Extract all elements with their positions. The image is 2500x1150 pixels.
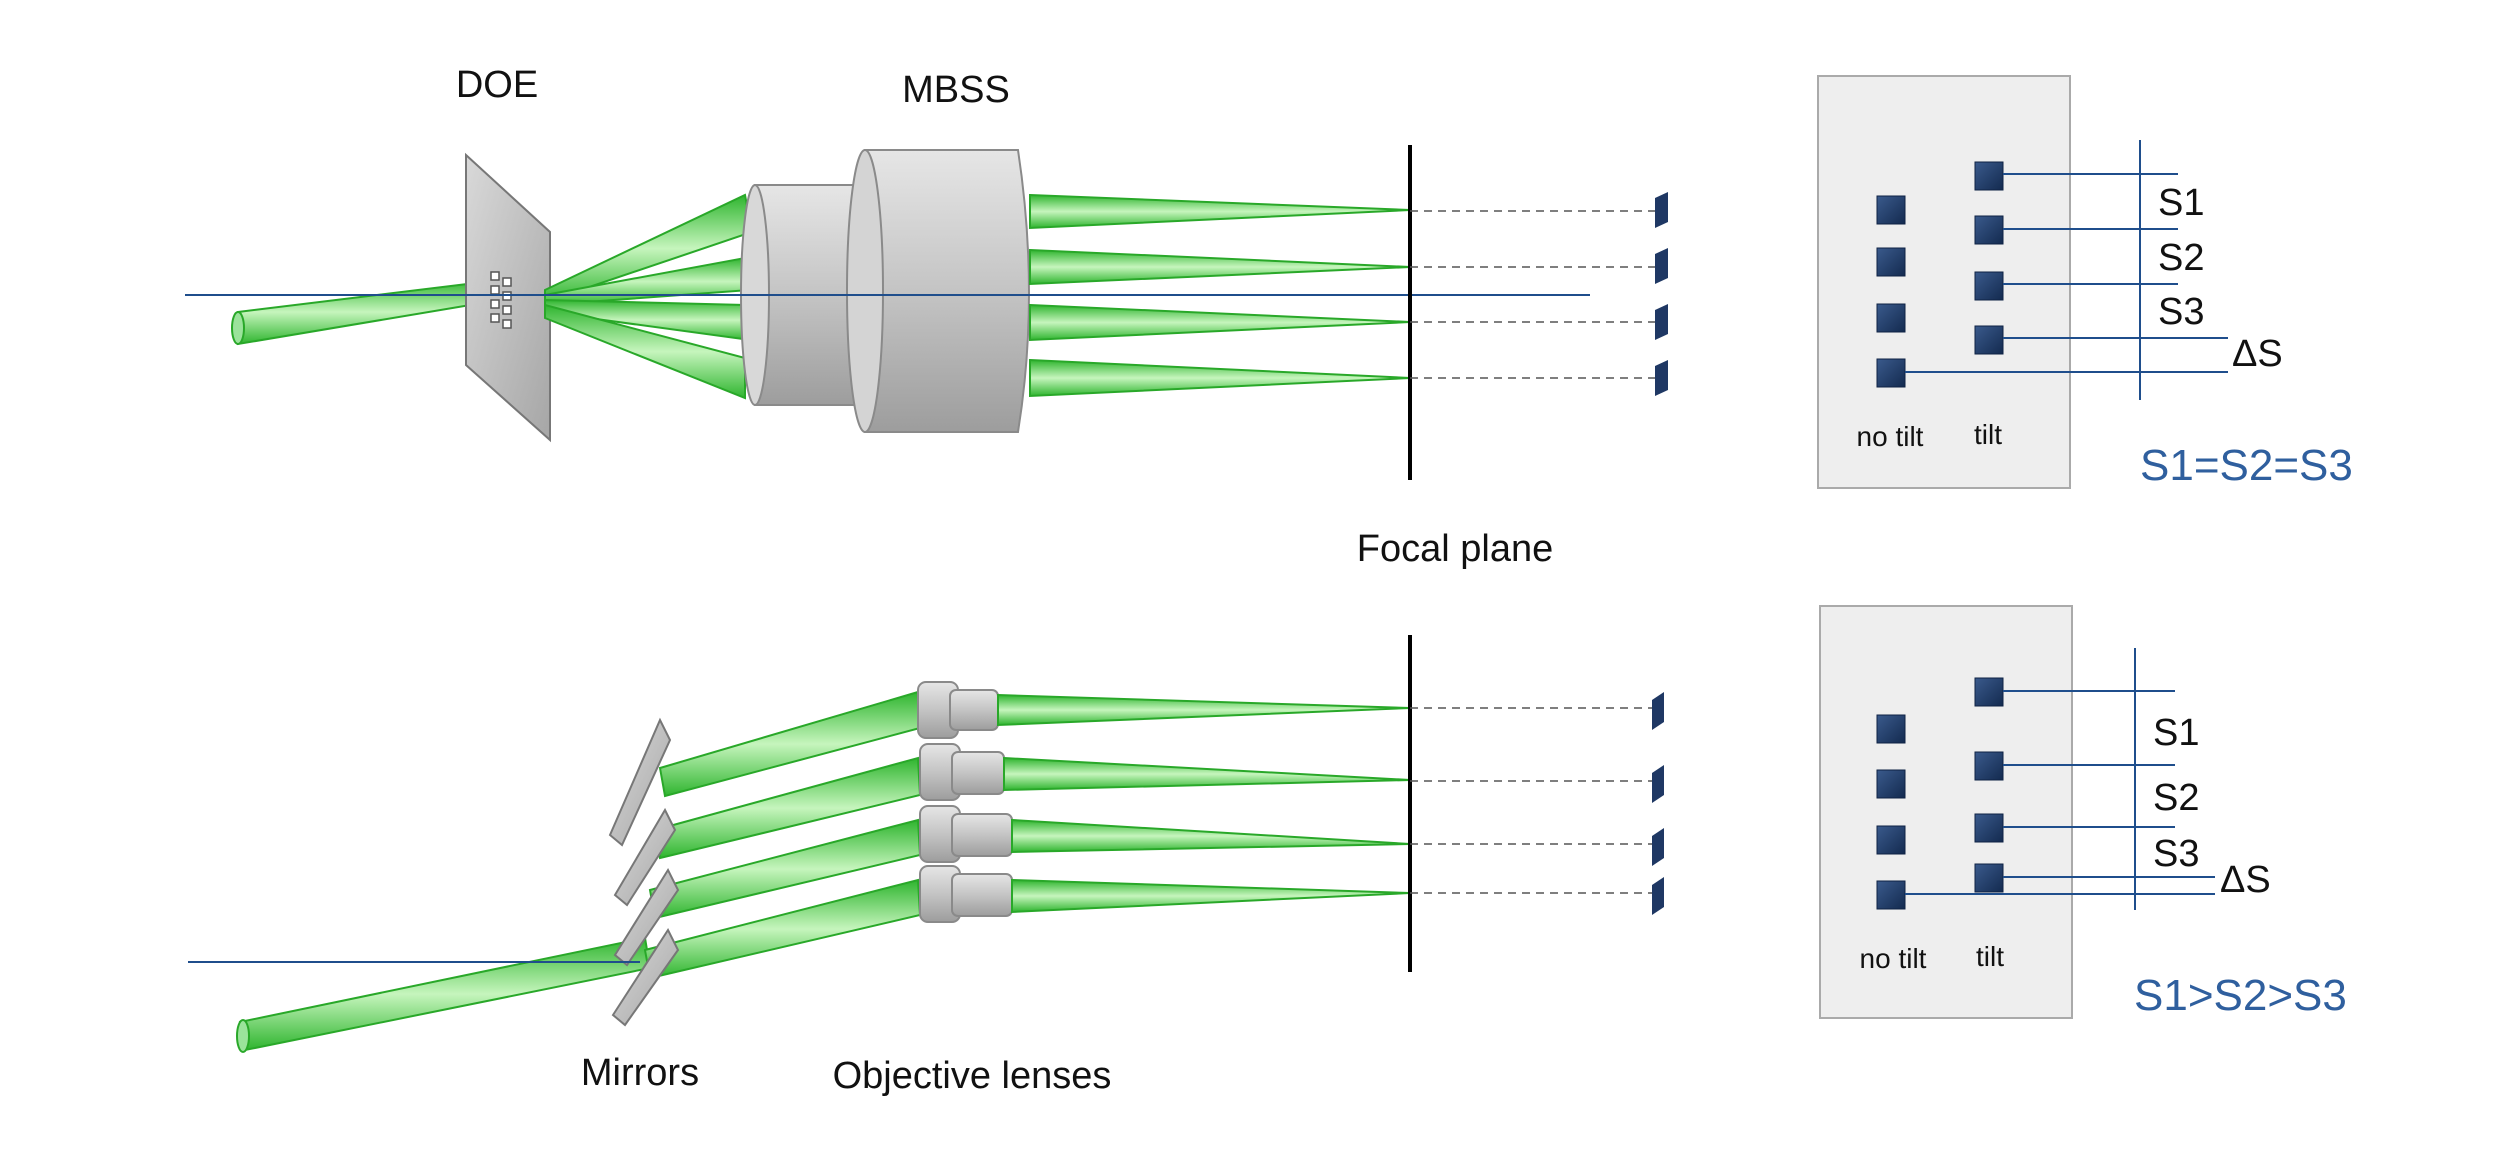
mirrors [608, 717, 680, 1027]
detector-panel-top: S1 S2 S3 ΔS no tilt tilt S1=S2=S3 [1817, 75, 2353, 490]
spacing-lines-top [1905, 140, 2228, 400]
focusing-beams-top [1029, 193, 1411, 398]
no-tilt-squares-bottom [1876, 714, 1906, 910]
input-beam-top-end [231, 311, 245, 345]
diverging-beams [544, 193, 754, 400]
panel-bottom-box [1819, 605, 2073, 1019]
input-beam-bottom [238, 936, 652, 1052]
s1-label-top: S1 [2158, 182, 2204, 224]
delta-s-label-top: ΔS [2232, 333, 2283, 375]
s3-label-bottom: S3 [2153, 833, 2199, 875]
s2-label-bottom: S2 [2153, 777, 2199, 819]
no-tilt-squares-top [1876, 195, 1906, 388]
delta-s-label-bottom: ΔS [2220, 859, 2271, 901]
tilt-label-top: tilt [1974, 419, 2002, 450]
doe-pattern [490, 271, 512, 329]
input-beam-top [237, 278, 501, 346]
relation-label-bottom: S1>S2>S3 [2134, 971, 2347, 1020]
s3-label-top: S3 [2158, 291, 2204, 333]
focal-plane-label: Focal plane [1357, 528, 1553, 570]
no-tilt-label-top: no tilt [1857, 421, 1924, 452]
tilt-squares-bottom [1974, 677, 2004, 893]
projection-lines-bottom [1410, 707, 1652, 894]
tilt-label-bottom: tilt [1976, 941, 2004, 972]
mirrors-label: Mirrors [581, 1052, 699, 1094]
spacing-lines-bottom [1905, 648, 2215, 910]
no-tilt-label-bottom: no tilt [1860, 943, 1927, 974]
mbss-label: MBSS [902, 69, 1010, 111]
focusing-beams-bottom [997, 693, 1411, 914]
objective-lenses [917, 681, 1013, 923]
mirror-beams [643, 690, 922, 980]
tilted-detectors-top [1655, 192, 1668, 396]
top-setup: DOE MBSS [185, 64, 1668, 480]
s2-label-top: S2 [2158, 237, 2204, 279]
bottom-setup: Mirrors Objective lenses [188, 635, 1664, 1097]
panel-top-box [1817, 75, 2071, 489]
tilted-detectors-bottom [1652, 692, 1664, 915]
doe-label: DOE [456, 64, 538, 106]
input-beam-bottom-end [236, 1019, 250, 1053]
detector-panel-bottom: S1 S2 S3 ΔS no tilt tilt S1>S2>S3 [1819, 605, 2347, 1020]
objective-lenses-label: Objective lenses [833, 1055, 1112, 1097]
s1-label-bottom: S1 [2153, 712, 2199, 754]
tilt-squares-top [1974, 161, 2004, 355]
relation-label-top: S1=S2=S3 [2140, 441, 2353, 490]
